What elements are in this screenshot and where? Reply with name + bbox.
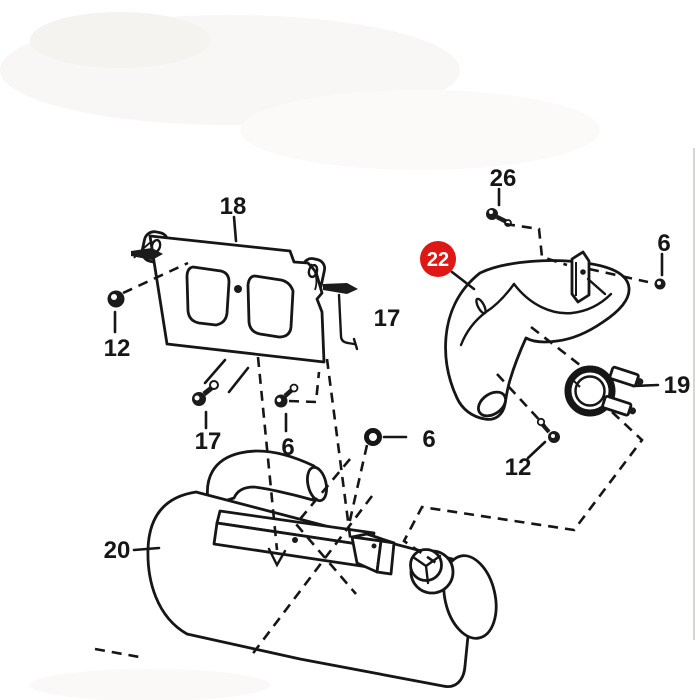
clamp-ring-inner [574,375,606,407]
hook-arrow-right-icon [323,283,358,294]
ear-hole-right [307,263,319,279]
leader-label-19 [631,383,660,388]
plate-center-hole [234,285,242,293]
part-label-12-left: 12 [104,335,131,362]
clamp-ring-outer [564,365,616,417]
muffler-inlet-elbow [206,449,319,508]
bolt-26-top [486,208,512,227]
leader-plate-to-strap [325,358,353,545]
leader-nut12-to-plate [122,261,189,295]
muffler-end-cap [442,554,498,640]
nut-12-left [107,290,125,308]
pipe-lower-opening [477,390,507,418]
hardware [107,208,666,446]
part-label-6-top-right: 6 [657,230,670,257]
clamp-bolt-head-lower [628,407,636,415]
clamp-screw-lower [601,394,633,417]
part-label-12-lower-right: 12 [505,454,532,481]
leader-pipe-to-clamp [530,325,586,371]
leader-label-12-lower-right [526,440,547,460]
hook-rod-right [337,293,359,351]
clamp-tick [573,380,581,388]
part-label-6-washer: 6 [422,426,435,453]
clamp-assembly [564,365,644,417]
plate-corner-line-1 [203,358,227,385]
leader-pipe-to-bolt12 [496,373,546,427]
part-label-17-upper: 17 [374,305,401,332]
wedge-bracket-side [375,539,396,576]
washer-6-middle [364,428,382,446]
plate-port-left [185,265,231,327]
muffler-assembly [146,449,498,688]
part-label-22-highlighted: 22 [427,249,449,271]
leader-bolt26-to-flange [504,222,568,267]
pipe-weld-seam [475,297,487,315]
clamp-bolt-head-upper [636,378,644,386]
callout-labels: 18 17 12 17 6 6 20 26 6 19 12 [104,165,691,564]
part-label-18: 18 [220,193,247,220]
part-label-20: 20 [104,537,131,564]
part-label-17-lower: 17 [195,428,222,455]
nut-6-top-right [654,278,666,290]
highlight-badge-circle [420,241,456,277]
hook-arrow-left-icon [131,248,163,260]
highlight-badge: 22 [420,241,456,277]
wedge-hole [371,543,377,549]
leader-washer6-to-strap [346,444,369,530]
bolt-6-middle [274,383,299,408]
part-label-6-middle: 6 [281,434,294,461]
pipe-flange-hole [580,269,586,275]
label-leader-lines [113,187,664,552]
scan-noise [0,12,695,700]
leader-label-20 [132,546,161,552]
bolt-17-lower-left [192,380,219,406]
leader-inlet-vee [294,458,357,595]
dashed-leader-lines [94,222,649,660]
part-label-19: 19 [664,372,691,399]
strap-hole [292,537,298,543]
leader-plate-to-muffler [256,356,279,551]
leader-label-18 [232,215,238,243]
stray-dash-bottom-left [94,647,146,660]
mounting-plate-assembly [131,230,359,394]
leader-label-22 [450,270,476,291]
pipe-flange [570,250,591,304]
hook-wire-right [310,263,318,291]
leader-bolt6-to-plate [288,371,321,404]
mounting-plate [148,234,326,364]
part-label-26: 26 [490,165,517,192]
pipe-flange-brace [586,277,607,296]
down-arrow [267,547,287,568]
leader-clamp-to-outlet [402,411,644,565]
plate-corner-line-2 [227,366,250,394]
bolt-12-lower-right [536,417,560,443]
pipe-middle-bend-line [512,282,613,315]
plate-port-right [246,274,295,339]
